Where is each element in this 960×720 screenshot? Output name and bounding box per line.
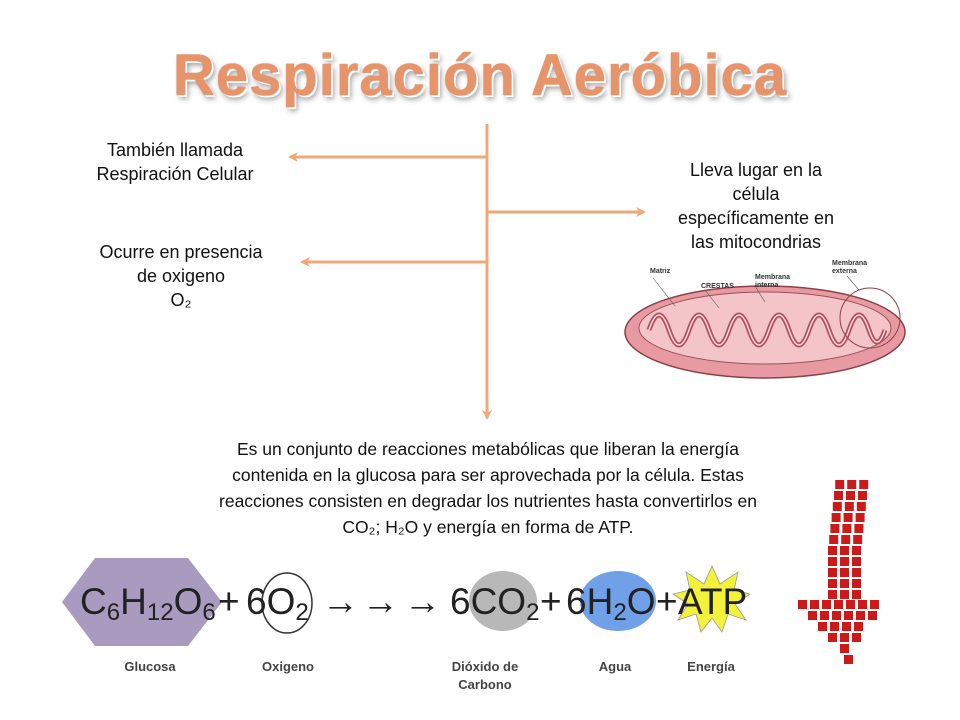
- mito-label-outer-membrane: Membrana externa: [832, 260, 868, 275]
- oxygen-circle: [261, 572, 313, 634]
- label-water: Agua: [598, 659, 632, 674]
- arrow-block: [852, 557, 861, 566]
- arrow-block: [828, 633, 837, 642]
- arrow-block: [840, 590, 849, 599]
- oxygen-formula: 6O2: [246, 581, 309, 626]
- arrow-block: [856, 611, 865, 620]
- arrow-block: [842, 524, 852, 533]
- arrow-block: [830, 524, 840, 533]
- arrow-block: [818, 622, 827, 631]
- water-ellipse: [580, 571, 656, 631]
- arrow-block: [846, 491, 855, 500]
- mito-label-matrix: Matriz: [650, 268, 671, 275]
- arrow-block: [852, 546, 861, 555]
- atp-formula: ATP: [678, 581, 748, 622]
- arrow-block: [828, 579, 837, 588]
- arrow-block: [828, 590, 837, 599]
- arrow-block: [853, 535, 863, 544]
- arrow-block: [852, 590, 861, 599]
- glucose-hexagon: [62, 558, 222, 646]
- note-location: Lleva lugar en la célula específicamente…: [677, 160, 835, 252]
- arrow-block: [854, 622, 863, 631]
- arrow-block: [844, 502, 854, 511]
- arrow-block: [798, 600, 807, 609]
- arrow-block: [831, 513, 841, 522]
- description-paragraph: Es un conjunto de reacciones metabólicas…: [219, 439, 757, 537]
- arrow-block: [828, 557, 837, 566]
- arrow-block: [840, 579, 849, 588]
- energy-starburst-icon: [672, 565, 751, 633]
- arrow-block: [840, 557, 849, 566]
- plus-sign: +: [656, 581, 678, 622]
- arrow-block: [822, 600, 831, 609]
- plus-sign: +: [218, 581, 240, 622]
- arrow-block: [855, 513, 865, 522]
- co2-formula: 6CO2: [450, 581, 540, 626]
- arrow-block: [840, 644, 849, 653]
- red-block-arrow-icon: [798, 480, 879, 664]
- reaction-arrow-icon: →: [322, 581, 359, 622]
- note-also-called: También llamada Respiración Celular: [96, 140, 254, 184]
- mito-label-inner-membrane: Membrana interna: [755, 274, 791, 289]
- arrow-block: [844, 655, 853, 664]
- arrow-block: [841, 535, 851, 544]
- arrow-block: [852, 633, 861, 642]
- label-glucose: Glucosa: [124, 659, 176, 674]
- arrow-block: [846, 600, 855, 609]
- arrow-block: [828, 546, 837, 555]
- arrow-block: [810, 600, 819, 609]
- glucose-formula: C6H12O6: [80, 581, 216, 626]
- arrow-block: [820, 611, 829, 620]
- arrow-block: [830, 622, 839, 631]
- arrow-block: [834, 491, 843, 500]
- arrow-block: [840, 633, 849, 642]
- arrow-block: [832, 502, 842, 511]
- label-oxygen: Oxigeno: [261, 659, 314, 674]
- reaction-arrow-icon: →: [404, 581, 441, 622]
- arrow-block: [844, 611, 853, 620]
- reaction-arrow-icon: →: [362, 581, 399, 622]
- arrow-block: [840, 568, 849, 577]
- page-title: Respiración Aeróbica: [172, 43, 788, 108]
- label-co2: Dióxido de Carbono: [451, 659, 519, 692]
- co2-ellipse: [469, 571, 537, 631]
- water-formula: 6H2O: [566, 581, 656, 626]
- mito-label-cristae: CRESTAS: [701, 283, 734, 290]
- note-oxygen: Ocurre en presencia de oxigeno O₂: [99, 242, 263, 310]
- arrow-block: [842, 622, 851, 631]
- arrow-block: [852, 579, 861, 588]
- arrow-block: [858, 600, 867, 609]
- arrow-block: [854, 524, 864, 533]
- arrow-block: [852, 568, 861, 577]
- arrow-block: [870, 600, 879, 609]
- arrow-block: [856, 502, 866, 511]
- arrow-block: [834, 600, 843, 609]
- arrow-block: [840, 546, 849, 555]
- mitochondria-illustration: [624, 275, 906, 379]
- arrow-block: [868, 611, 877, 620]
- label-energy: Energía: [687, 659, 735, 674]
- arrow-block: [808, 611, 817, 620]
- arrow-block: [829, 535, 839, 544]
- arrow-block: [828, 568, 837, 577]
- arrow-block: [835, 480, 845, 489]
- arrow-block: [832, 611, 841, 620]
- plus-sign: +: [540, 581, 562, 622]
- arrow-block: [847, 480, 857, 489]
- arrow-block: [858, 491, 867, 500]
- arrow-block: [843, 513, 853, 522]
- arrow-block: [859, 480, 869, 489]
